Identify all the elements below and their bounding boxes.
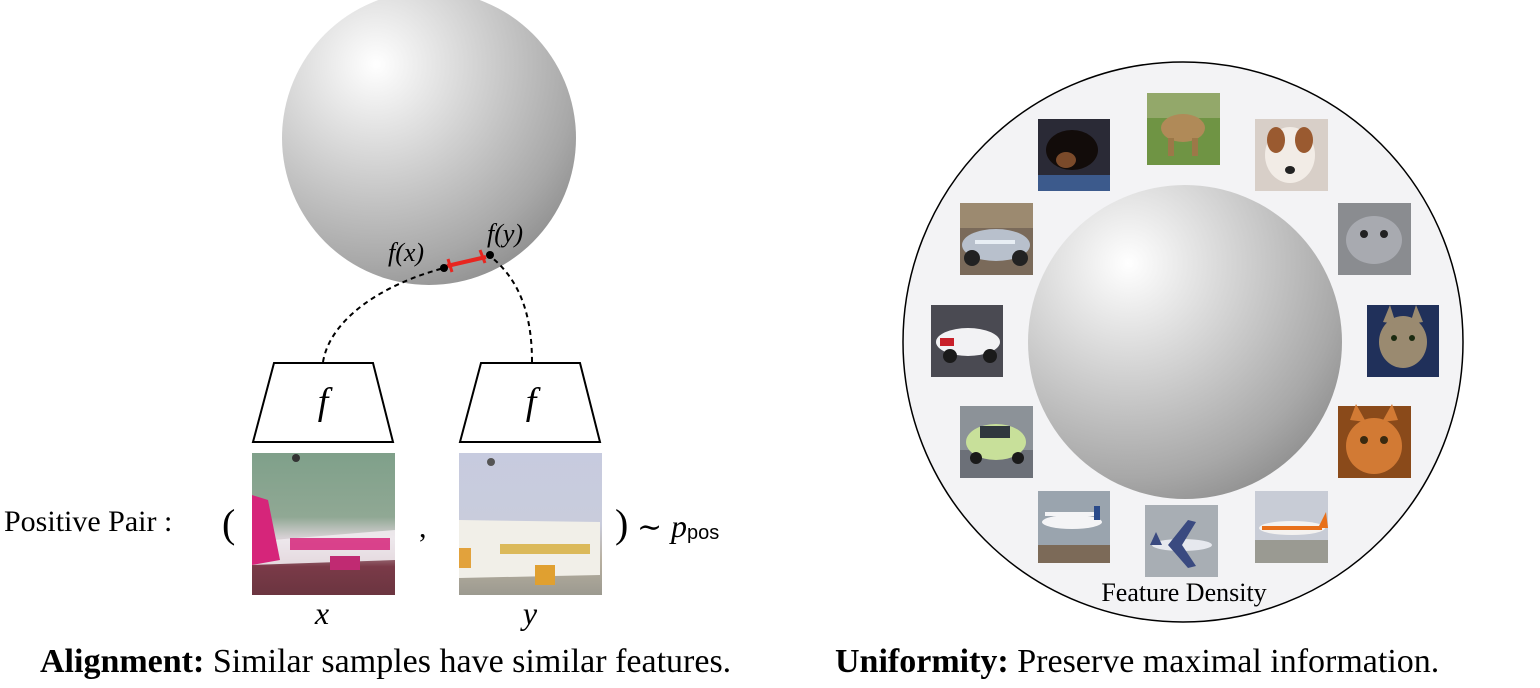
alignment-caption-text: Similar samples have similar features. — [204, 643, 731, 680]
uniformity-panel: Feature Density Uniformity: Preserve max… — [835, 61, 1464, 680]
encoder-y: f — [458, 362, 602, 443]
car-bmw-thumbnail — [931, 305, 1003, 377]
alignment-sphere — [282, 0, 576, 285]
point-fy-label: f(y) — [487, 219, 523, 248]
image-y-airplane — [459, 453, 602, 595]
uniformity-caption-bold: Uniformity: — [835, 643, 1009, 680]
image-x-airplane — [252, 453, 395, 595]
connector-x-dashed — [322, 267, 445, 363]
p-symbol: p — [669, 508, 687, 544]
plane-seaplane-thumbnail — [1038, 491, 1110, 563]
uniformity-caption: Uniformity: Preserve maximal information… — [835, 643, 1439, 680]
dog-dachshund-thumbnail — [1038, 119, 1110, 191]
open-paren: ( — [222, 501, 235, 546]
plane-jet-sky-thumbnail — [1145, 505, 1218, 577]
y-variable-label: y — [520, 595, 538, 631]
car-smart-thumbnail — [960, 406, 1033, 478]
dog-jack-russell-thumbnail — [1255, 119, 1328, 191]
point-fy — [486, 251, 494, 259]
positive-pair-label: Positive Pair : — [4, 505, 172, 538]
alignment-caption-bold: Alignment: — [40, 643, 204, 680]
uniformity-sphere — [1028, 185, 1342, 499]
plane-easyjet-thumbnail — [1255, 491, 1328, 563]
encoder-x: f — [251, 362, 395, 443]
x-variable-label: x — [314, 595, 329, 631]
cat-pallas-thumbnail — [1338, 203, 1411, 275]
close-paren: ) — [615, 501, 628, 546]
feature-density-label: Feature Density — [1101, 578, 1266, 607]
alignment-caption: Alignment: Similar samples have similar … — [40, 643, 731, 680]
connector-y-dashed — [489, 255, 533, 363]
alignment-panel: f(x) f(y) f f Positive P — [4, 0, 731, 680]
car-cobra-thumbnail — [960, 203, 1033, 275]
point-fx — [440, 264, 448, 272]
cat-orange-thumbnail — [1338, 404, 1411, 478]
uniformity-caption-text: Preserve maximal information. — [1009, 643, 1440, 680]
point-fx-label: f(x) — [388, 238, 424, 267]
cat-tabby-thumbnail — [1367, 305, 1439, 377]
alignment-distance-marker — [446, 249, 487, 273]
pair-comma: , — [419, 511, 427, 544]
p-subscript: pos — [687, 522, 719, 544]
dog-terrier-grass-thumbnail — [1147, 93, 1220, 165]
p-pos-label: ppos — [669, 508, 719, 544]
tilde-symbol: ∼ — [637, 511, 662, 544]
